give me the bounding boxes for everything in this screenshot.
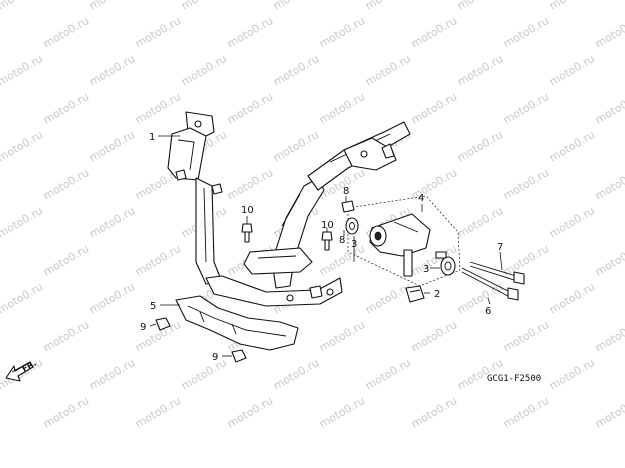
watermark-text: moto0.ru: [271, 128, 321, 165]
callout-9-upper: 9: [140, 322, 146, 333]
watermark-text: moto0.ru: [501, 318, 551, 355]
callout-9-lower: 9: [212, 352, 218, 363]
watermark-text: moto0.ru: [271, 0, 321, 13]
watermark-text: moto0.ru: [133, 14, 183, 51]
clip-upper: [155, 317, 171, 331]
watermark-text: moto0.ru: [455, 128, 505, 165]
watermark-text: moto0.ru: [547, 0, 597, 13]
watermark-text: moto0.ru: [179, 356, 229, 393]
watermark-text: moto0.ru: [409, 394, 459, 431]
watermark-text: moto0.ru: [317, 394, 367, 431]
front-direction-arrow: FR.: [5, 359, 38, 382]
watermark-text: moto0.ru: [87, 356, 137, 393]
watermark-text: moto0.ru: [363, 280, 413, 317]
watermark-text: moto0.ru: [547, 356, 597, 393]
watermark-text: moto0.ru: [501, 394, 551, 431]
callout-3-lower: 3: [423, 264, 429, 275]
watermark-text: moto0.ru: [501, 166, 551, 203]
watermark-text: moto0.ru: [317, 14, 367, 51]
watermark-text: moto0.ru: [547, 128, 597, 165]
callout-7: 7: [497, 242, 503, 253]
watermark-text: moto0.ru: [41, 242, 91, 279]
watermark-text: moto0.ru: [593, 318, 625, 355]
watermark-text: moto0.ru: [179, 52, 229, 89]
watermark-text: moto0.ru: [593, 394, 625, 431]
engine-hanger-assembly: [341, 195, 461, 287]
under-cover: [175, 295, 299, 351]
watermark-text: moto0.ru: [0, 280, 45, 317]
watermark-text: moto0.ru: [0, 204, 45, 241]
watermark-text: moto0.ru: [317, 90, 367, 127]
watermark-text: moto0.ru: [225, 90, 275, 127]
watermark-text: moto0.ru: [271, 356, 321, 393]
watermark-text: moto0.ru: [87, 52, 137, 89]
callout-1: 1: [149, 132, 155, 143]
bolt-left: [241, 223, 253, 243]
clip-lower: [231, 349, 247, 363]
watermark-text: moto0.ru: [0, 0, 45, 13]
watermark-text: moto0.ru: [409, 90, 459, 127]
watermark-text: moto0.ru: [455, 0, 505, 13]
watermark-text: moto0.ru: [409, 318, 459, 355]
long-bolt-6: [461, 267, 519, 301]
watermark-text: moto0.ru: [593, 14, 625, 51]
callout-3-upper: 3: [351, 239, 357, 250]
watermark-text: moto0.ru: [593, 166, 625, 203]
watermark-text: moto0.ru: [41, 14, 91, 51]
long-bolt-7: [469, 261, 525, 285]
leader-lines: [149, 135, 503, 357]
watermark-text: moto0.ru: [0, 52, 45, 89]
callout-10-left: 10: [241, 205, 254, 216]
watermark-text: moto0.ru: [501, 242, 551, 279]
watermark-text: moto0.ru: [87, 128, 137, 165]
watermark-text: moto0.ru: [133, 242, 183, 279]
callout-5: 5: [150, 301, 156, 312]
frame-body: [167, 111, 411, 307]
watermark-text: moto0.ru: [501, 14, 551, 51]
bolt-right: [321, 231, 333, 251]
watermark-text: moto0.ru: [179, 0, 229, 13]
watermark-text: moto0.ru: [501, 90, 551, 127]
callout-8-lower: 8: [339, 235, 345, 246]
watermark-text: moto0.ru: [455, 52, 505, 89]
watermark-text: moto0.ru: [225, 166, 275, 203]
watermark-text: moto0.ru: [593, 90, 625, 127]
watermark-text: moto0.ru: [87, 280, 137, 317]
watermark-text: moto0.ru: [593, 242, 625, 279]
stopper-rubber: [405, 285, 425, 303]
watermark-text: moto0.ru: [41, 90, 91, 127]
watermark-text: moto0.ru: [271, 52, 321, 89]
watermark-text: moto0.ru: [547, 280, 597, 317]
watermark-text: moto0.ru: [225, 394, 275, 431]
callout-8-upper: 8: [343, 186, 349, 197]
watermark-text: moto0.ru: [409, 14, 459, 51]
watermark-text: moto0.ru: [363, 52, 413, 89]
watermark-text: moto0.ru: [133, 90, 183, 127]
watermark-text: moto0.ru: [41, 394, 91, 431]
watermark-text: moto0.ru: [41, 166, 91, 203]
watermark-text: moto0.ru: [41, 318, 91, 355]
watermark-text: moto0.ru: [363, 0, 413, 13]
callout-labels: 1 2 3 3 4 5 6 7 8 8 9 9 10 10: [140, 132, 503, 363]
watermark-text: moto0.ru: [547, 204, 597, 241]
watermark-text: moto0.ru: [455, 204, 505, 241]
callout-6: 6: [485, 306, 491, 317]
watermark-text: moto0.ru: [87, 204, 137, 241]
watermark-text: moto0.ru: [133, 394, 183, 431]
watermark-text: moto0.ru: [87, 0, 137, 13]
diagram-code: GCG1-F2500: [487, 374, 541, 384]
watermark-text: moto0.ru: [0, 356, 45, 393]
watermark-text: moto0.ru: [225, 14, 275, 51]
watermark-text: moto0.ru: [547, 52, 597, 89]
watermark-text: moto0.ru: [363, 356, 413, 393]
callout-10-right: 10: [321, 220, 334, 231]
watermark-text: moto0.ru: [317, 318, 367, 355]
watermark-text: moto0.ru: [0, 128, 45, 165]
callout-4: 4: [418, 193, 424, 204]
callout-2: 2: [434, 289, 440, 300]
